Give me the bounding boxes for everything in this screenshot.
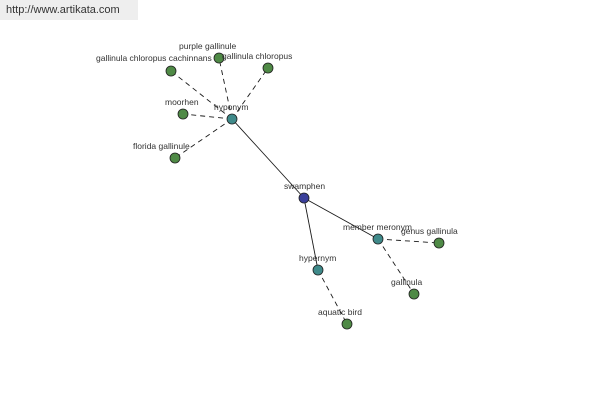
node-member-meronym[interactable] [372, 233, 384, 245]
label-florida-gallinule[interactable]: florida gallinule [133, 141, 190, 151]
node-swamphen[interactable] [298, 192, 310, 204]
label-gallinula-chloropus-cachinnans[interactable]: gallinula chloropus cachinnans [96, 53, 212, 63]
node-aquatic-bird[interactable] [341, 318, 353, 330]
node-gallinula-chloropus[interactable] [262, 62, 274, 74]
label-swamphen[interactable]: swamphen [284, 181, 325, 191]
node-hyponym[interactable] [226, 113, 238, 125]
label-genus-gallinula[interactable]: genus gallinula [401, 226, 458, 236]
node-florida-gallinule[interactable] [169, 152, 181, 164]
nodes-layer [165, 52, 445, 330]
node-gallinula-chloropus-cachinnans[interactable] [165, 65, 177, 77]
edge-hyponym-to-gallinula-chloropus-cachinnans [170, 70, 233, 120]
node-moorhen[interactable] [177, 108, 189, 120]
label-purple-gallinule[interactable]: purple gallinule [179, 41, 236, 51]
label-moorhen[interactable]: moorhen [165, 97, 199, 107]
label-gallinula[interactable]: gallinula [391, 277, 422, 287]
label-aquatic-bird[interactable]: aquatic bird [318, 307, 362, 317]
edge-swamphen-to-hyponym [231, 118, 305, 199]
edge-hypernym-to-aquatic-bird [317, 269, 348, 325]
edge-hyponym-to-gallinula-chloropus [231, 67, 269, 120]
node-gallinula[interactable] [408, 288, 420, 300]
edge-swamphen-to-member-meronym [303, 197, 379, 240]
edge-hyponym-to-florida-gallinule [174, 118, 233, 159]
label-gallinula-chloropus[interactable]: gallinula chloropus [222, 51, 292, 61]
edge-member-meronym-to-gallinula [377, 238, 415, 295]
label-hyponym[interactable]: hyponym [214, 102, 249, 112]
edge-hyponym-to-purple-gallinule [218, 57, 233, 120]
edge-swamphen-to-hypernym [303, 197, 319, 271]
node-hypernym[interactable] [312, 264, 324, 276]
label-hypernym[interactable]: hypernym [299, 253, 336, 263]
edges-layer [170, 57, 440, 325]
node-genus-gallinula[interactable] [433, 237, 445, 249]
edge-hyponym-to-moorhen [182, 113, 233, 120]
edge-member-meronym-to-genus-gallinula [377, 238, 440, 244]
label-member-meronym[interactable]: member meronym [343, 222, 412, 232]
watermark-url[interactable]: http://www.artikata.com [0, 0, 138, 20]
labels-layer: swamphen hyponym member meronym hypernym pur… [96, 41, 458, 317]
node-purple-gallinule[interactable] [213, 52, 225, 64]
